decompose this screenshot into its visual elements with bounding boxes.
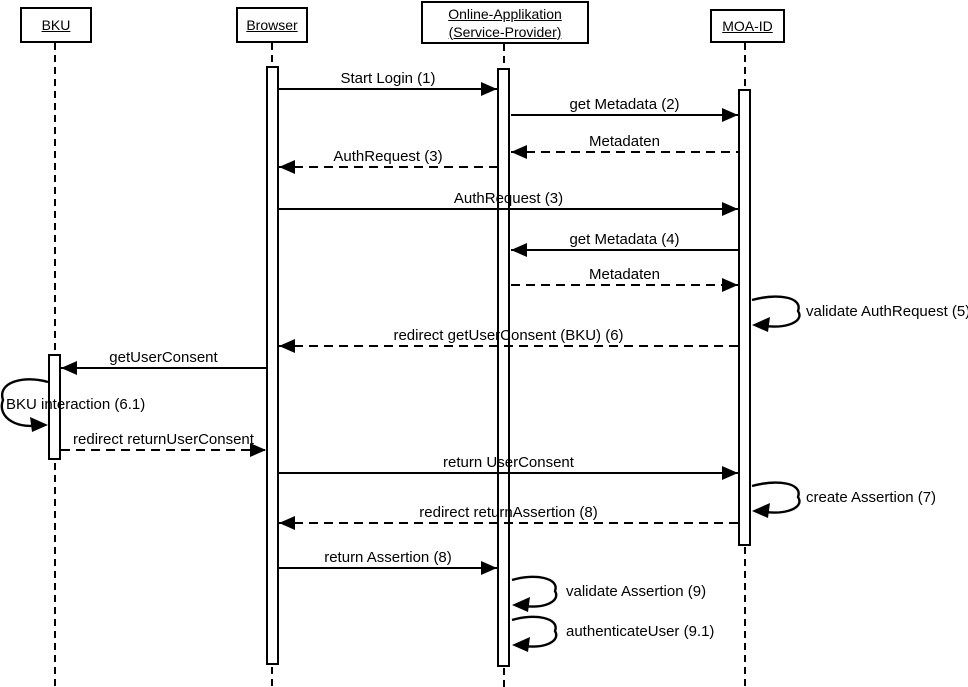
message-line <box>511 249 738 251</box>
message-line <box>279 472 738 474</box>
message-label: Start Login (1) <box>340 70 436 87</box>
self-message-label-authenticateuser: authenticateUser (9.1) <box>566 623 715 640</box>
arrowhead-left-icon <box>279 160 295 174</box>
message-line <box>279 208 738 210</box>
message-return-userconsent: return UserConsent <box>279 454 738 481</box>
message-line <box>279 567 497 569</box>
arrowhead-left-icon <box>279 516 295 530</box>
self-loop-validate-authrequest <box>751 295 801 332</box>
activation-bar-browser <box>266 66 279 665</box>
message-line <box>279 522 738 524</box>
self-message-label-validate-authrequest: validate AuthRequest (5) <box>806 303 968 320</box>
activation-bar-bku <box>48 354 61 460</box>
arrowhead-right-icon <box>722 466 738 480</box>
arrowhead-left-icon <box>279 339 295 353</box>
message-label: AuthRequest (3) <box>453 190 564 207</box>
message-redirect-getuserconsent: redirect getUserConsent (BKU) (6) <box>279 327 738 354</box>
message-label: getUserConsent <box>109 349 218 366</box>
arrowhead-right-icon <box>481 82 497 96</box>
message-label: redirect returnUserConsent <box>73 431 254 448</box>
message-label: Metadaten <box>589 133 660 150</box>
message-line <box>511 114 738 116</box>
message-label: get Metadata (4) <box>569 231 680 248</box>
message-start-login: Start Login (1) <box>279 70 497 97</box>
message-getuserconsent: getUserConsent <box>61 349 266 376</box>
arrowhead-left-icon <box>511 243 527 257</box>
message-line <box>511 151 738 153</box>
message-label: Metadaten <box>589 266 660 283</box>
message-authrequest-return: AuthRequest (3) <box>279 148 497 175</box>
arrowhead-right-icon <box>722 108 738 122</box>
arrowhead-right-icon <box>722 202 738 216</box>
arrowhead-left-icon <box>61 361 77 375</box>
message-label: AuthRequest (3) <box>333 148 443 165</box>
arrowhead-right-icon <box>481 561 497 575</box>
message-label: return Assertion (8) <box>324 549 452 566</box>
message-line <box>61 367 266 369</box>
message-line <box>279 166 497 168</box>
message-line <box>61 449 266 451</box>
message-redirect-returnuserconsent: redirect returnUserConsent <box>61 431 266 458</box>
actor-label-browser: Browser <box>246 17 298 33</box>
message-label: get Metadata (2) <box>569 96 680 113</box>
message-redirect-returnassertion: redirect returnAssertion (8) <box>279 504 738 531</box>
actor-label-online-applikation: Online-Applikation (Service-Provider) <box>448 5 562 40</box>
self-loop-authenticateuser <box>511 615 558 652</box>
arrowhead-right-icon <box>722 278 738 292</box>
message-line <box>279 88 497 90</box>
message-line <box>279 345 738 347</box>
self-loop-validate-assertion <box>511 575 558 612</box>
activation-bar-online-applikation <box>497 68 510 667</box>
actor-head-moa-id: MOA-ID <box>710 9 785 43</box>
self-message-label-create-assertion: create Assertion (7) <box>806 489 937 506</box>
message-get-metadata-4: get Metadata (4) <box>511 231 738 258</box>
message-line <box>511 284 738 286</box>
actor-label-moa-id: MOA-ID <box>722 18 773 34</box>
self-message-label-bku-interaction: BKU interaction (6.1) <box>6 396 146 413</box>
message-label: redirect returnAssertion (8) <box>419 504 598 521</box>
arrowhead-left-icon <box>511 145 527 159</box>
message-label: redirect getUserConsent (BKU) (6) <box>393 327 624 344</box>
actor-head-bku: BKU <box>20 7 92 43</box>
actor-label-bku: BKU <box>41 17 71 33</box>
message-label: return UserConsent <box>443 454 574 471</box>
self-message-label-validate-assertion: validate Assertion (9) <box>566 583 707 600</box>
arrowhead-right-icon <box>250 443 266 457</box>
actor-head-online-applikation: Online-Applikation (Service-Provider) <box>421 1 589 44</box>
message-metadaten-2: Metadaten <box>511 266 738 293</box>
activation-bar-moa-id <box>738 89 751 546</box>
message-authrequest-forward: AuthRequest (3) <box>279 190 738 217</box>
self-loop-create-assertion <box>751 481 801 518</box>
message-get-metadata-2: get Metadata (2) <box>511 96 738 123</box>
message-metadaten-1: Metadaten <box>511 133 738 160</box>
message-return-assertion: return Assertion (8) <box>279 549 497 576</box>
actor-head-browser: Browser <box>236 7 308 43</box>
